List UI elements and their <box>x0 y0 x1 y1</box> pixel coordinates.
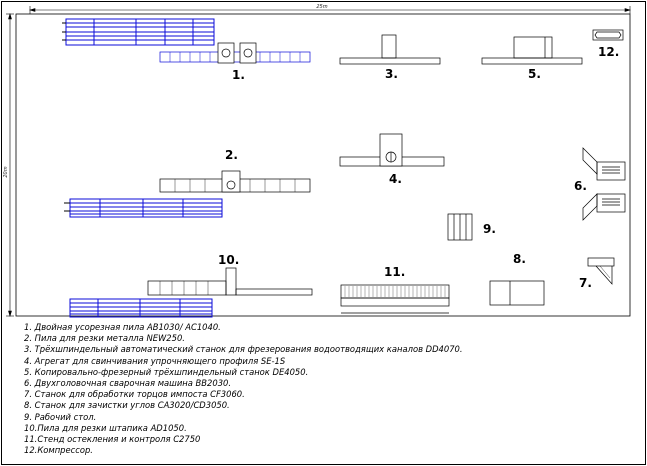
station-8-corner-cleaning-machine <box>489 280 545 306</box>
height-dimension <box>6 12 14 318</box>
legend-item-11: 11.Стенд остекления и контроля С2750 <box>24 434 201 445</box>
station-number-5: 5. <box>528 67 541 81</box>
hall-outline <box>15 13 631 317</box>
width-dimension <box>28 6 632 14</box>
station-number-2: 2. <box>225 148 238 162</box>
station-number-6: 6. <box>574 179 587 193</box>
legend-item-3: 3. Трёхшпиндельный автоматический станок… <box>24 344 463 355</box>
storage-rack-3 <box>69 298 213 318</box>
station-6-welding-machine <box>582 147 626 221</box>
station-7-end-milling-machine <box>587 257 615 285</box>
legend-item-4: 4. Агрегат для свинчивания упрочняющего … <box>24 355 286 366</box>
legend-item-10: 10.Пила для резки штапика AD1050. <box>24 422 187 433</box>
station-3-drainage-milling-machine <box>339 34 441 65</box>
width-dimension-label: 25m <box>316 4 327 10</box>
station-1-double-mitre-saw <box>159 42 311 64</box>
equipment-legend: 1. Двойная усорезная пила AB1030/ AC1040… <box>24 322 624 456</box>
station-number-9: 9. <box>483 222 496 236</box>
storage-rack-1 <box>62 18 215 46</box>
legend-item-8: 8. Станок для зачистки углов CA3020/CD30… <box>24 400 230 411</box>
station-number-10: 10. <box>218 253 239 267</box>
storage-rack-2 <box>64 198 223 218</box>
legend-item-1: 1. Двойная усорезная пила AB1030/ AC1040… <box>24 322 221 332</box>
station-2-metal-saw <box>159 170 311 193</box>
station-12-compressor <box>592 29 624 41</box>
legend-item-5: 5. Копировально-фрезерный трёхшпиндельны… <box>24 366 309 377</box>
station-number-4: 4. <box>389 172 402 186</box>
legend-item-2: 2. Пила для резки металла NEW250. <box>24 333 185 344</box>
station-number-8: 8. <box>513 252 526 266</box>
station-number-12: 12. <box>598 45 619 59</box>
station-number-11: 11. <box>384 265 405 279</box>
station-number-7: 7. <box>579 276 592 290</box>
legend-item-6: 6. Двухголовочная сварочная машина BB203… <box>24 378 232 389</box>
station-11-glazing-stand <box>340 284 450 314</box>
station-number-1: 1. <box>232 68 245 82</box>
station-4-reinforcement-screwing-unit <box>339 133 445 167</box>
legend-item-12: 12.Компрессор. <box>24 445 93 456</box>
height-dimension-label: 20m <box>3 166 9 177</box>
station-5-copy-milling-machine <box>481 36 583 65</box>
station-number-3: 3. <box>385 67 398 81</box>
legend-item-9: 9. Рабочий стол. <box>24 411 97 422</box>
station-9-work-table <box>447 213 473 241</box>
station-10-bead-saw <box>147 267 313 296</box>
legend-item-7: 7. Станок для обработки торцов импоста C… <box>24 389 245 400</box>
